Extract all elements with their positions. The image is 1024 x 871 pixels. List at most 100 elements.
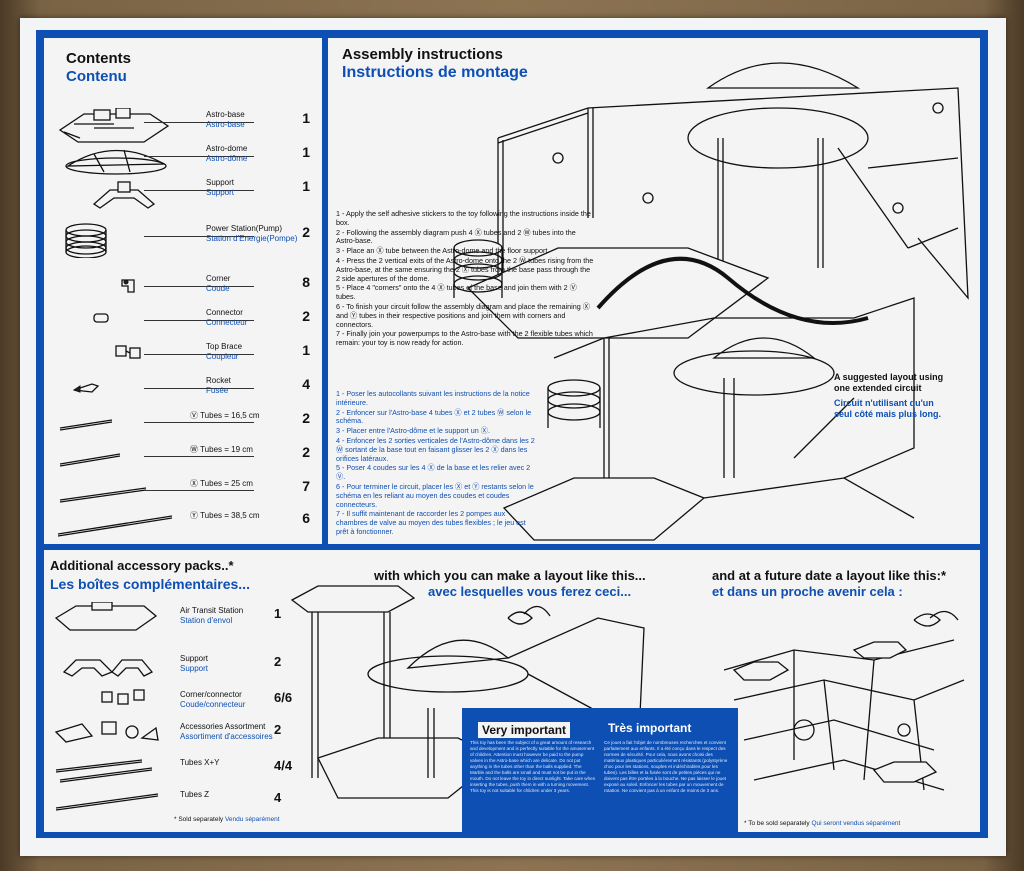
tubes-xy-sketch [55,759,153,783]
step-en: 5 - Place 4 "corners" onto the 4 Ⓧ tubes… [336,283,577,302]
sold-en: * Sold separately [174,816,224,823]
item-name-en: Air Transit Station [180,606,244,615]
item-name-en: Ⓨ Tubes = 38,5 cm [190,511,260,520]
item-qty: 7 [302,478,310,494]
item-name-en: Top Brace [206,342,243,351]
very-important-title-fr: Très important [608,721,692,735]
step-fr: 6 - Pour terminer le circuit, placer les… [336,481,534,509]
astro-dome-sketch [65,149,167,175]
item-name-fr: Coude/connecteur [180,700,246,709]
leader-line [144,236,254,237]
item-qty: 2 [302,444,310,460]
layout1-title-fr: avec lesquelles vous ferez ceci... [428,584,632,599]
item-name-fr: Station d'Energie(Pompe) [206,234,298,243]
support-sketch [62,659,154,677]
item-name-en: Rocket [206,376,231,385]
item-name-fr: Astro-dôme [206,154,248,163]
item-qty: 2 [302,224,310,240]
assembly-steps-fr: 1 - Poser les autocollants suivant les i… [336,389,536,538]
item-qty: 2 [274,722,282,737]
assembly-diagram-bottom [502,297,915,541]
item-name-fr: Astro-base [206,120,245,129]
item-name-en: Connector [206,308,243,317]
accessory-item-assortment: Accessories Assortment Assortiment d'acc… [44,718,284,754]
very-important-text-en: This toy has been the subject of a great… [470,740,596,793]
item-name-en: Support [206,178,235,187]
item-name-en: Support [180,654,209,663]
accessory-item-air-transit: Air Transit Station Station d'envol 1 [44,602,284,638]
step-fr: 3 - Placer entre l'Astro-dôme et le supp… [336,426,490,436]
leader-line [144,354,254,355]
accessory-title-en: Additional accessory packs..* [50,558,234,573]
tube-v-sketch [59,419,113,431]
leader-line [144,456,254,457]
contents-item-rocket: Rocket Fusée 4 [44,374,314,410]
leader-line [144,388,254,389]
leader-line [144,422,254,423]
item-qty: 2 [302,410,310,426]
to-be-sold-note: * To be sold separately Qui seront vendu… [744,820,900,827]
astro-base-sketch [58,108,170,143]
very-important-text-fr: Ce jouet a fait l'objet de nombreuses re… [604,740,728,793]
rocket-sketch [72,383,100,393]
item-name-en: Tubes X+Y [180,758,220,767]
tube-y-sketch [57,515,173,537]
very-important-title-en: Very important [478,722,571,738]
step-en: 2 - Following the assembly diagram push … [336,227,576,246]
item-name-fr: Support [206,188,235,197]
item-qty: 8 [302,274,310,290]
step-fr: 1 - Poser les autocollants suivant les i… [336,389,530,407]
accessory-item-tubes-z: Tubes Z 4 [44,786,284,822]
assembly-title-fr: Instructions de montage [342,64,528,81]
step-fr: 7 - Il suffit maintenant de raccorder le… [336,509,526,536]
tubes-z-sketch [55,793,159,811]
step-en: 4 - Press the 2 vertical exits of the As… [336,255,594,283]
very-important-box: Very important Très important This toy h… [462,708,738,832]
assembly-title-en: Assembly instructions [342,46,503,63]
corner-connector-sketch [101,689,145,705]
contents-panel: Contents Contenu Astro-base Astro-base 1… [44,38,322,544]
suggested-layout-en: A suggested layout using one extended ci… [834,372,944,393]
leader-line [144,320,254,321]
contents-item-connector: Connector Connecteur 2 [44,306,314,342]
accessory-title-fr: Les boîtes complémentaires... [50,576,250,592]
item-name-en: Ⓧ Tubes = 25 cm [190,479,253,488]
item-qty: 1 [302,178,310,194]
contents-item-astro-dome: Astro-dome Astro-dôme 1 [44,142,314,178]
item-name-en: Accessories Assortment [180,722,266,731]
contents-item-support: Support Support 1 [44,176,314,212]
item-name-fr: Station d'envol [180,616,233,625]
item-name-fr: Support [180,664,209,673]
step-en: 6 - To finish your circuit follow the as… [336,301,590,329]
support-sketch [92,181,156,209]
tube-x-sketch [59,487,147,503]
item-name-en: Corner [206,274,231,283]
tube-w-sketch [59,453,121,467]
leader-line [144,122,254,123]
layout2-title-en: and at a future date a layout like this:… [712,568,947,583]
to-be-sold-en: * To be sold separately [744,820,810,827]
item-qty: 1 [302,110,310,126]
contents-title-fr: Contenu [66,68,127,85]
top-brace-sketch [115,345,141,359]
item-name-en: Astro-dome [206,144,248,153]
item-name-en: Ⓦ Tubes = 19 cm [190,445,253,454]
item-name-en: Corner/connector [180,690,242,699]
contents-item-tube-w: Ⓦ Tubes = 19 cm 2 [44,442,314,478]
accessory-item-corner-connector: Corner/connector Coude/connecteur 6/6 [44,686,292,722]
item-qty: 6/6 [274,690,293,705]
leader-line [144,490,254,491]
corner-sketch [121,279,135,293]
pump-sketch [65,223,107,258]
contents-item-tube-x: Ⓧ Tubes = 25 cm 7 [44,476,314,512]
item-name-fr: Coude [206,284,230,293]
leader-line [144,190,254,191]
layout2-title-fr: et dans un proche avenir cela : [712,584,903,599]
assortment-sketch [54,721,159,743]
accessory-item-tubes-xy: Tubes X+Y 4/4 [44,754,292,790]
suggested-layout-fr: Circuit n'utilisant qu'un seul côté mais… [834,398,942,419]
item-name-fr: Fusée [206,386,229,395]
item-qty: 1 [302,144,310,160]
item-name-en: Tubes Z [180,790,210,799]
step-fr: 5 - Poser 4 coudes sur les 4 Ⓧ de la bas… [336,463,531,482]
